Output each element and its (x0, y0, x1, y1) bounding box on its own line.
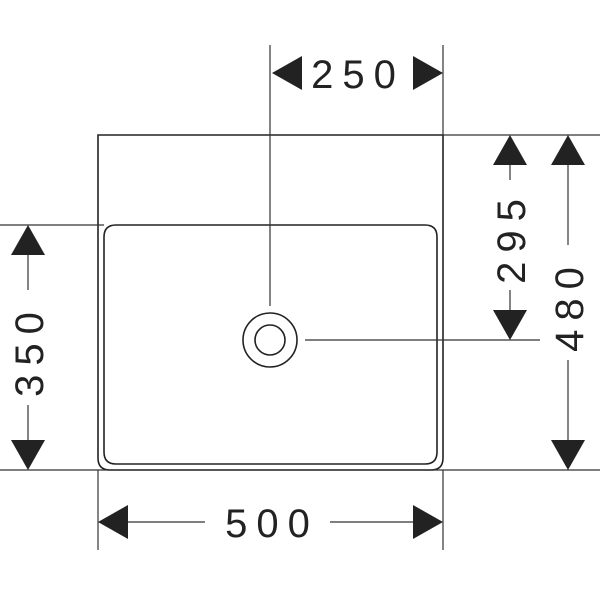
svg-text:250: 250 (311, 53, 405, 97)
dimension-480: 480 (548, 135, 592, 470)
drain-outer (242, 312, 298, 368)
dimension-350: 350 (8, 225, 52, 470)
dimension-500: 500 (98, 502, 443, 546)
svg-text:500: 500 (225, 502, 319, 546)
dimension-250: 250 (272, 53, 443, 97)
drain-inner (254, 324, 286, 356)
inner-bowl (103, 224, 438, 465)
extension-lines (0, 45, 600, 550)
svg-text:350: 350 (8, 303, 52, 397)
svg-text:295: 295 (490, 190, 534, 284)
svg-text:480: 480 (548, 258, 592, 352)
dimension-295: 295 (490, 135, 534, 340)
